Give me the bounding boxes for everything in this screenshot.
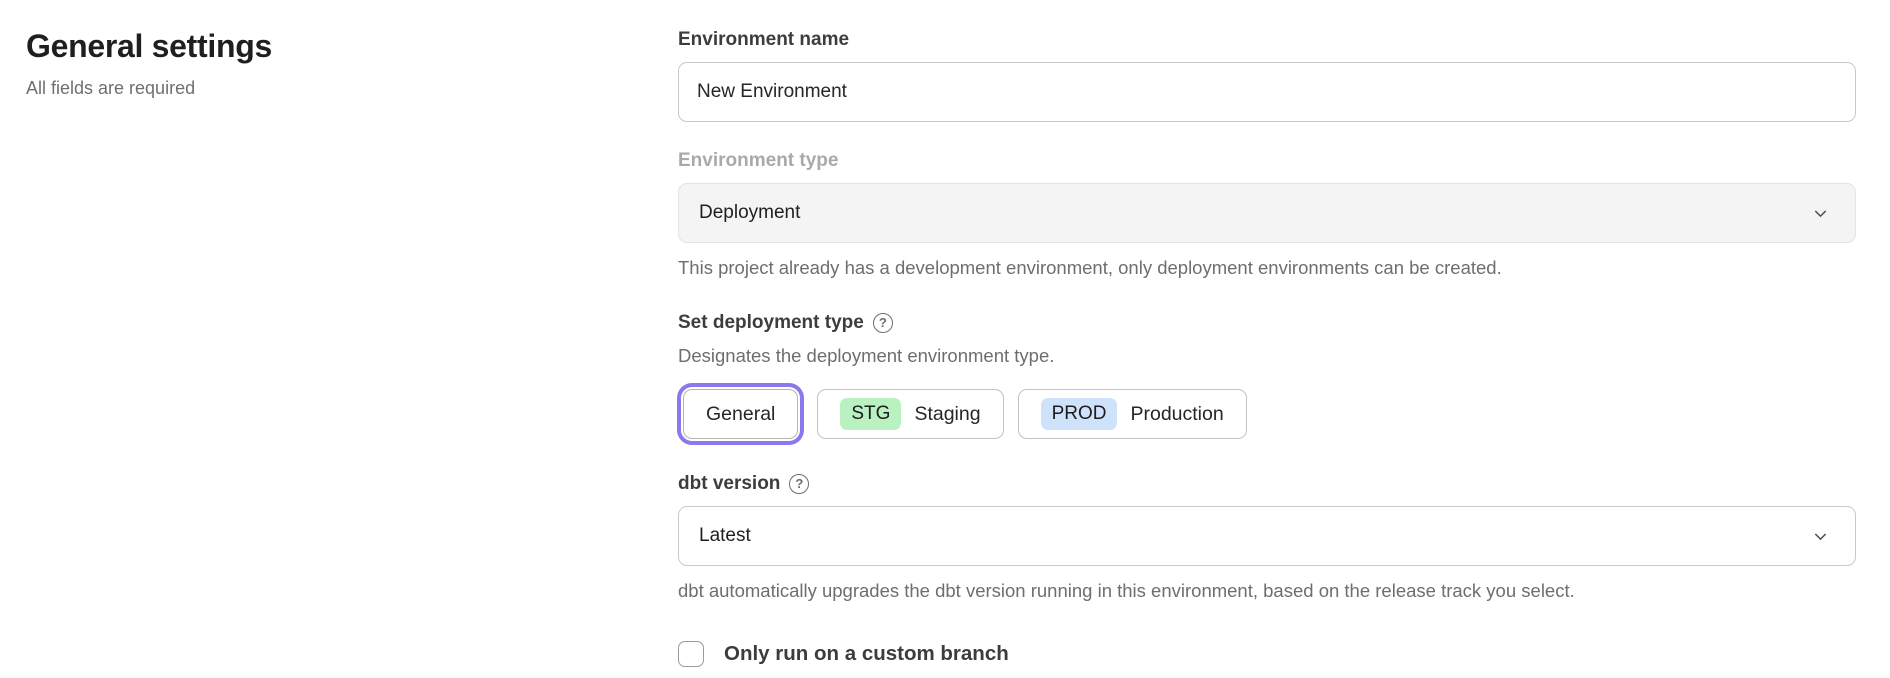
environment-type-helper: This project already has a development e… <box>678 257 1502 278</box>
deployment-type-general-label: General <box>706 402 776 425</box>
page-title: General settings <box>26 28 272 64</box>
deployment-type-staging-button[interactable]: STG Staging <box>817 389 1004 440</box>
custom-branch-label[interactable]: Only run on a custom branch <box>724 642 1009 666</box>
deployment-type-label: Set deployment type ? <box>678 311 1856 335</box>
production-badge: PROD <box>1040 398 1118 431</box>
chevron-down-icon <box>1814 533 1827 540</box>
dbt-version-label: dbt version ? <box>678 472 1856 496</box>
deployment-type-production-label: Production <box>1130 402 1224 425</box>
dbt-version-helper: dbt automatically upgrades the dbt versi… <box>678 580 1575 602</box>
environment-type-select: Deployment <box>678 183 1856 243</box>
question-mark-circle-icon[interactable]: ? <box>872 313 893 334</box>
custom-branch-row: Only run on a custom branch <box>678 641 1856 668</box>
environment-type-value: Deployment <box>699 202 801 223</box>
environment-type-label: Environment type <box>678 150 839 171</box>
deployment-type-options: General STG Staging PROD Production <box>678 383 1856 445</box>
dbt-version-select[interactable]: Latest <box>678 506 1856 567</box>
page-subtitle: All fields are required <box>26 78 196 98</box>
dbt-version-value: Latest <box>699 525 751 547</box>
chevron-down-icon <box>1814 210 1827 217</box>
settings-header: General settings All fields are required <box>0 0 678 667</box>
environment-form: Environment name Environment type Deploy… <box>678 0 1856 668</box>
environment-name-input[interactable] <box>678 62 1856 122</box>
staging-badge: STG <box>840 398 902 431</box>
deployment-type-helper: Designates the deployment environment ty… <box>678 345 1055 367</box>
question-mark-circle-icon[interactable]: ? <box>789 474 810 495</box>
environment-name-label: Environment name <box>678 29 850 50</box>
custom-branch-checkbox[interactable] <box>678 641 704 668</box>
deployment-type-production-button[interactable]: PROD Production <box>1017 389 1247 440</box>
deployment-type-staging-label: Staging <box>914 402 981 425</box>
deployment-type-general-button[interactable]: General <box>683 389 799 440</box>
